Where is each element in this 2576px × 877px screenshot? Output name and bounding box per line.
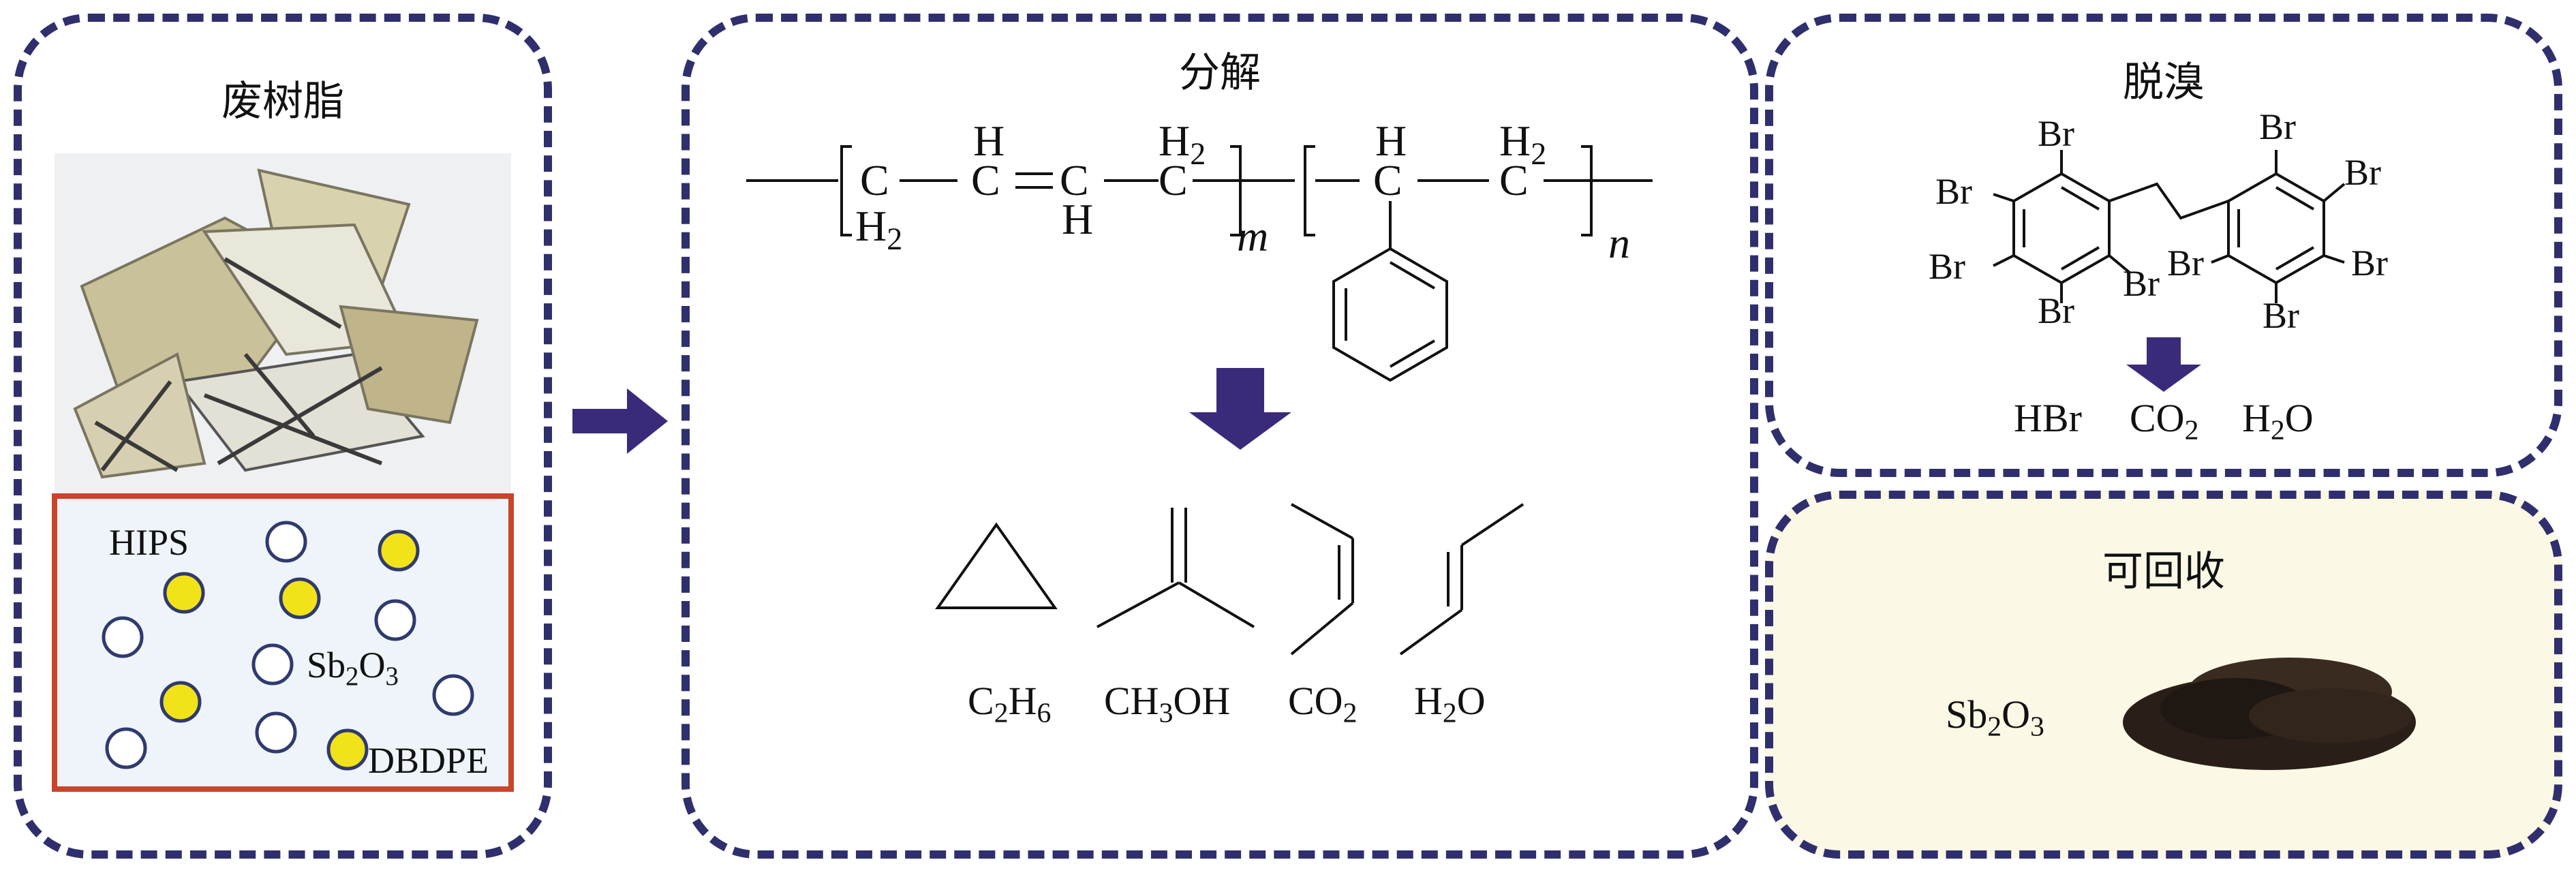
product-h2o: H2O (1414, 679, 1486, 729)
down-arrow-icon-2 (2126, 337, 2201, 392)
sb2o3-powder-image (2123, 658, 2416, 770)
debromination-panel (1765, 14, 2562, 477)
product-co2: CO2 (1288, 679, 1358, 729)
waste-resin-title: 废树脂 (221, 79, 344, 124)
polymer-c5: C (1373, 156, 1402, 204)
polymer-m: m (1237, 212, 1269, 260)
waste-resin-panel (14, 14, 552, 859)
hips-label: HIPS (109, 522, 189, 563)
br-label: Br (1929, 246, 1965, 287)
right-arrow-icon (572, 388, 668, 454)
recover-sb2o3-label: Sb2O3 (1946, 692, 2044, 743)
product-structures (935, 503, 1524, 656)
polymer-h-3: H (1375, 117, 1407, 165)
debromination-title: 脱溴 (2123, 60, 2205, 105)
polymer-c4: C (1159, 156, 1188, 204)
br-label: Br (2344, 152, 2381, 193)
polymer-h2-3: H2 (1499, 117, 1547, 171)
particles (102, 521, 474, 771)
recoverable-panel (1765, 491, 2562, 859)
polymer-h-top: H (973, 117, 1005, 165)
polymer-h2-2: H2 (1159, 117, 1206, 171)
br-label: Br (2123, 263, 2160, 304)
polymer-h-bottom: H (1062, 195, 1094, 243)
polymer-c6: C (1499, 156, 1529, 204)
decomposition-panel (681, 14, 1758, 859)
br-label: Br (2351, 243, 2388, 283)
polymer-c2: C (971, 156, 1000, 204)
polymer-c1: C (860, 156, 889, 204)
hbr-label: HBr (2014, 396, 2082, 440)
product-ch3oh: CH3OH (1104, 679, 1231, 729)
co2-label: CO2 (2130, 396, 2199, 446)
polymer-structure (746, 145, 1653, 382)
down-arrow-icon (1189, 368, 1291, 450)
decomposition-title: 分解 (1179, 50, 1261, 95)
br-label: Br (2038, 290, 2074, 331)
br-label: Br (1935, 171, 1972, 212)
polymer-n: n (1608, 219, 1630, 267)
dbdpe-structure (1993, 150, 2346, 303)
br-label: Br (2038, 113, 2074, 154)
sb2o3-label: Sb2O3 (307, 645, 399, 691)
recoverable-title: 可回收 (2102, 549, 2225, 594)
br-label: Br (2259, 106, 2296, 147)
polymer-h2-1: H2 (855, 202, 903, 256)
br-label: Br (2263, 295, 2299, 336)
product-c2h6: C2H6 (968, 679, 1052, 729)
polymer-c3: C (1060, 156, 1089, 204)
dbdpe-label: DBDPE (368, 740, 489, 781)
waste-resin-photo (55, 153, 511, 494)
h2o-label: H2O (2242, 396, 2314, 446)
br-label: Br (2167, 243, 2204, 283)
